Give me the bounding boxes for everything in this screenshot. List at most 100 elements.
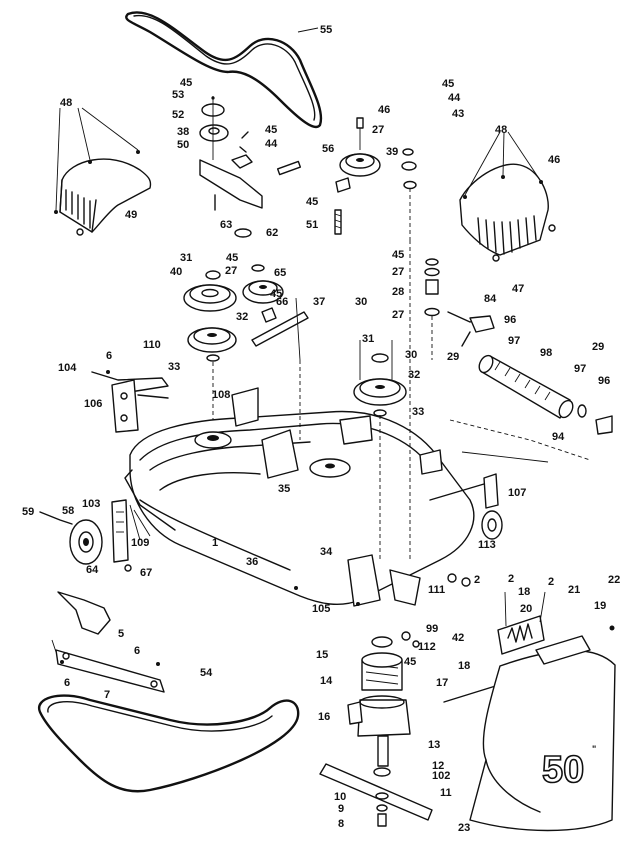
callout-c113: 113 (478, 539, 496, 551)
callout-c30b: 30 (405, 349, 417, 361)
callout-c22: 22 (608, 574, 620, 586)
left-gauge-wheel (39, 499, 151, 572)
callout-c38: 38 (177, 126, 189, 138)
callout-c49: 49 (125, 209, 137, 221)
left-roller-bracket (91, 371, 169, 433)
callout-c62: 62 (266, 227, 278, 239)
callout-c39: 39 (386, 146, 398, 158)
right-belt-shield (459, 131, 556, 262)
callout-c29b: 29 (592, 341, 604, 353)
callout-c45e: 45 (226, 252, 238, 264)
callout-c97a: 97 (508, 335, 520, 347)
callout-c98: 98 (540, 347, 552, 359)
callout-c16: 16 (318, 711, 330, 723)
callout-c32a: 32 (236, 311, 248, 323)
callout-c106: 106 (84, 398, 102, 410)
anti-scalp-roller (478, 354, 613, 435)
callout-c28: 28 (392, 286, 404, 298)
callout-c17: 17 (436, 677, 448, 689)
callout-c96b: 96 (598, 375, 610, 387)
callout-c45h: 45 (404, 656, 416, 668)
callout-c6c: 6 (64, 677, 70, 689)
callout-c64: 64 (86, 564, 99, 576)
callout-c20: 20 (520, 603, 532, 615)
callout-c48r: 48 (495, 124, 507, 136)
callout-c52: 52 (172, 109, 184, 121)
front-hanger-brackets (51, 591, 165, 693)
callout-c94: 94 (552, 431, 565, 443)
deck-size-badge: 50 (542, 749, 584, 791)
callout-c45b: 45 (265, 124, 277, 136)
callout-c103: 103 (82, 498, 100, 510)
callout-c12: 12 (432, 760, 444, 772)
callout-c5: 5 (118, 628, 124, 640)
callout-c36: 36 (246, 556, 258, 568)
callout-c45c: 45 (306, 196, 318, 208)
callout-c66: 66 (276, 296, 288, 308)
callout-c29a: 29 (447, 351, 459, 363)
callout-c32b: 32 (408, 369, 420, 381)
lower-deck-belt (37, 694, 300, 793)
left-belt-shield (54, 107, 152, 236)
callout-c21: 21 (568, 584, 580, 596)
callout-c35: 35 (278, 483, 290, 495)
callout-c18b: 18 (458, 660, 470, 672)
callout-c33a: 33 (168, 361, 180, 373)
callout-c27c: 27 (392, 266, 404, 278)
idler-pulley-65 (242, 264, 309, 361)
left-spindle-pulleys (183, 270, 237, 430)
callout-c97b: 97 (574, 363, 586, 375)
blade-spindle-stack (319, 636, 433, 827)
callout-labels: 5548494553523850454463625646273945514544… (22, 24, 620, 834)
center-pulley-assembly (334, 117, 381, 235)
callout-c56: 56 (322, 143, 334, 155)
callout-c7: 7 (104, 689, 110, 701)
callout-c27d: 27 (392, 309, 404, 321)
discharge-spring-assembly (443, 591, 615, 703)
callout-c15: 15 (316, 649, 328, 661)
callout-c107: 107 (508, 487, 526, 499)
callout-c31a: 31 (180, 252, 192, 264)
callout-c40: 40 (170, 266, 182, 278)
callout-c51: 51 (306, 219, 318, 231)
callout-c18a: 18 (518, 586, 530, 598)
callout-c45d: 45 (442, 78, 454, 90)
callout-c45a: 45 (180, 77, 192, 89)
callout-c2c: 2 (548, 576, 554, 588)
callout-c112: 112 (418, 641, 436, 653)
idler-bracket-assembly (199, 96, 302, 238)
callout-c11: 11 (440, 787, 452, 799)
callout-c30a: 30 (355, 296, 367, 308)
lift-lever (447, 311, 495, 347)
callout-c1: 1 (212, 537, 218, 549)
callout-c105: 105 (312, 603, 330, 615)
callout-c13: 13 (428, 739, 440, 751)
callout-c44b: 44 (448, 92, 461, 104)
callout-c10: 10 (334, 791, 346, 803)
callout-c31b: 31 (362, 333, 374, 345)
upper-drive-belt (125, 11, 323, 129)
callout-c33b: 33 (412, 406, 424, 418)
callout-c47: 47 (512, 283, 524, 295)
right-spacer-stack (401, 148, 417, 240)
callout-c45g: 45 (392, 249, 404, 261)
callout-c27b: 27 (225, 265, 237, 277)
callout-c44a: 44 (265, 138, 278, 150)
callout-c19: 19 (594, 600, 606, 612)
callout-c99: 99 (426, 623, 438, 635)
callout-c14: 14 (320, 675, 333, 687)
callout-c109: 109 (131, 537, 149, 549)
callout-c65: 65 (274, 267, 286, 279)
callout-c59: 59 (22, 506, 34, 518)
discharge-chute: 50 " (469, 635, 616, 832)
callout-c43: 43 (452, 108, 464, 120)
callout-c2a: 2 (474, 574, 480, 586)
callout-c8: 8 (338, 818, 344, 830)
callout-c45f: 45 (270, 288, 282, 300)
right-spindle-pulley (353, 258, 440, 417)
right-gauge-wheel (429, 473, 503, 540)
fastener-marks (60, 370, 471, 666)
callout-c23: 23 (458, 822, 470, 834)
callout-c108: 108 (212, 389, 230, 401)
callout-c55a: 55 (320, 24, 332, 36)
